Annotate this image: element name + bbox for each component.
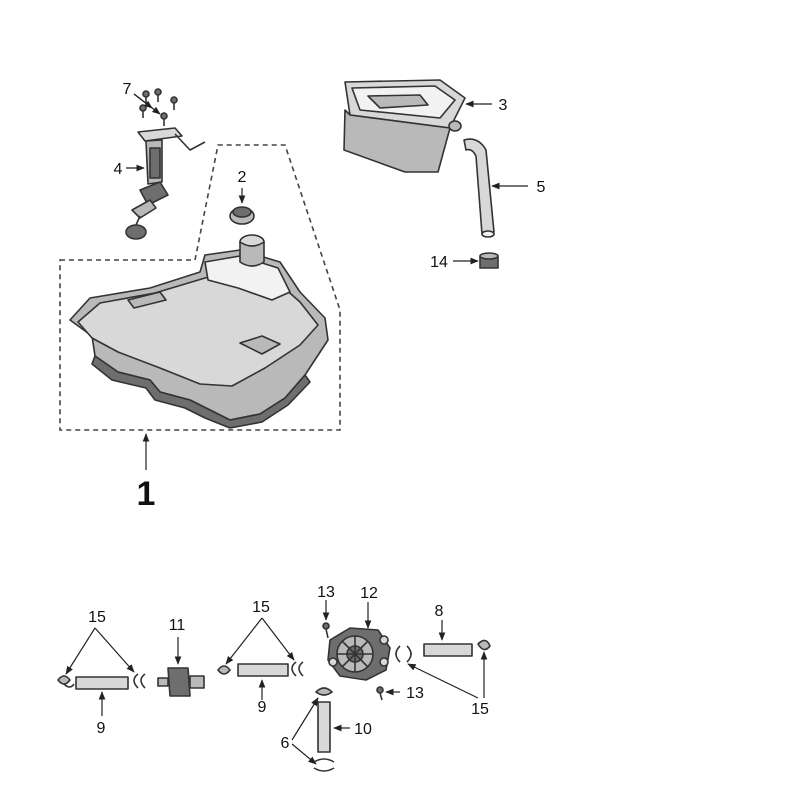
label-clips-mid: 15 — [252, 599, 270, 616]
fuel-hose-bottom — [317, 701, 331, 753]
hose-clip-left-b — [133, 673, 146, 689]
leader-clips-right-a — [407, 663, 479, 699]
label-hose-left: 9 — [97, 720, 106, 737]
label-tank: 1 — [137, 475, 156, 513]
label-cap: 2 — [238, 169, 247, 186]
fuel-pump — [327, 627, 391, 681]
leader-clips-mid-b — [261, 617, 295, 661]
pump-screw-top — [322, 622, 330, 639]
fuel-hose-left — [75, 676, 129, 690]
pump-screw-bottom — [376, 686, 384, 701]
leader-clips-left-a — [65, 627, 96, 675]
mounting-screws — [139, 88, 178, 126]
tank-dashed-outline — [59, 144, 341, 431]
fuel-hose-right — [423, 643, 473, 657]
label-screw-bottom: 13 — [406, 685, 424, 702]
label-clips-left: 15 — [88, 609, 106, 626]
fuel-level-sender — [125, 127, 206, 240]
grommet — [479, 252, 499, 269]
hose-clip-right-a — [395, 645, 412, 663]
tank-filler-neck-body — [239, 241, 265, 267]
label-hose-right: 8 — [435, 603, 444, 620]
hose-clip-bottom-top — [315, 687, 333, 696]
leader-clips-left-b — [94, 627, 135, 673]
label-clips-right: 15 — [471, 701, 489, 718]
fuel-hose-mid — [237, 663, 289, 677]
label-sender: 4 — [114, 161, 123, 178]
label-hose-bottom: 10 — [354, 721, 372, 738]
label-hose-left-mid: 9 — [258, 699, 267, 716]
label-filter: 11 — [169, 617, 186, 634]
leader-screws-b — [133, 93, 161, 115]
leader-clips-a — [291, 697, 319, 741]
leader-clips-mid-a — [225, 617, 263, 665]
hose-clip-mid-a — [217, 665, 231, 675]
leader-clips-b — [291, 743, 317, 765]
hose-clip-right-b — [477, 639, 491, 651]
label-screws: 7 — [123, 81, 132, 98]
label-tray: 3 — [499, 97, 508, 114]
tank-left-slot — [127, 291, 167, 309]
hose-clip-mid-b — [291, 661, 304, 677]
label-clips: 6 — [281, 735, 290, 752]
tank-lower-edge — [91, 355, 311, 429]
drain-hose-end — [481, 230, 495, 238]
storage-tray — [343, 79, 466, 173]
hose-clip-bottom-low — [313, 758, 335, 772]
label-grommet: 14 — [430, 254, 448, 271]
label-hose-vertical: 5 — [537, 179, 546, 196]
fuel-filter — [157, 667, 205, 697]
drain-hose — [463, 138, 495, 235]
label-pump: 12 — [360, 585, 378, 602]
fuel-tank-group — [59, 144, 341, 431]
fuel-cap — [229, 206, 255, 225]
tank-recess — [239, 335, 281, 355]
hose-clip-left-a — [57, 675, 75, 688]
label-screw-top: 13 — [317, 584, 335, 601]
